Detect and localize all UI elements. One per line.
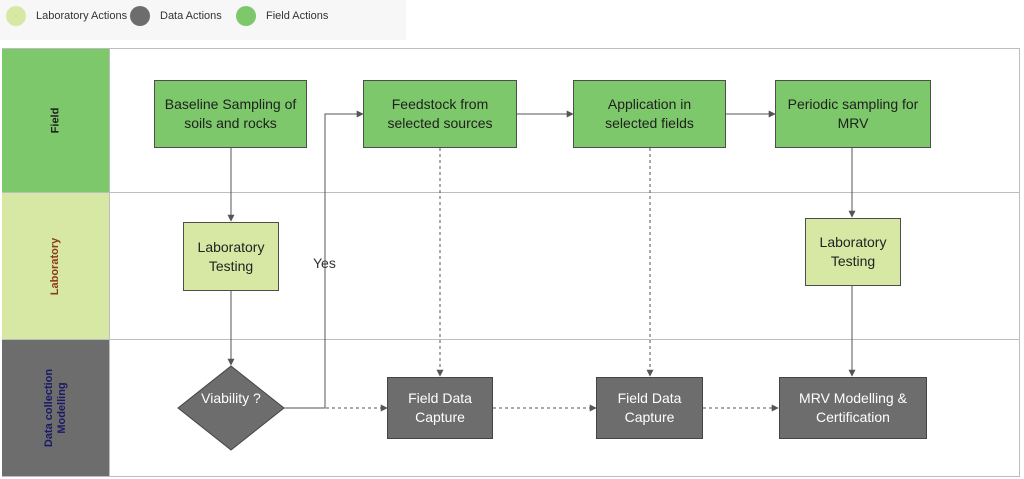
node-application: Application in selected fields <box>573 80 726 148</box>
lane-divider <box>2 192 1020 193</box>
field-actions-swatch <box>236 6 256 26</box>
legend-item-laboratory: Laboratory Actions <box>6 6 127 26</box>
laboratory-actions-swatch <box>6 6 26 26</box>
lane-laboratory: Laboratory <box>2 193 110 339</box>
edge-label-yes: Yes <box>313 255 336 271</box>
node-label: MRV Modelling & Certification <box>799 390 907 425</box>
legend-label: Field Actions <box>266 10 329 22</box>
viability-diamond <box>177 365 285 451</box>
node-label: Field Data Capture <box>408 390 472 425</box>
node-label: Field Data Capture <box>617 390 682 425</box>
node-viability-label: Viability ? <box>201 390 261 406</box>
lane-header-divider <box>109 48 110 477</box>
lane-data: Data collection Modelling <box>2 340 110 476</box>
node-label: Application in selected fields <box>605 96 694 131</box>
node-label: Periodic sampling for MRV <box>787 96 919 131</box>
node-label: Laboratory Testing <box>197 238 265 274</box>
node-baseline-sampling: Baseline Sampling of soils and rocks <box>154 80 307 148</box>
node-lab-testing-1: Laboratory Testing <box>183 222 279 291</box>
node-label: Laboratory Testing <box>819 234 887 269</box>
data-actions-swatch <box>130 6 150 26</box>
legend-item-field: Field Actions <box>236 6 328 26</box>
legend-label: Laboratory Actions <box>36 10 128 22</box>
legend-label: Data Actions <box>160 10 222 22</box>
legend: Laboratory Actions Data Actions Field Ac… <box>0 0 406 40</box>
node-label: Baseline Sampling of soils and rocks <box>164 96 297 131</box>
node-field-data-capture-1: Field Data Capture <box>387 377 493 439</box>
node-field-data-capture-2: Field Data Capture <box>596 377 703 439</box>
node-periodic-sampling: Periodic sampling for MRV <box>775 80 931 148</box>
node-feedstock: Feedstock from selected sources <box>363 80 517 148</box>
node-label: Feedstock from selected sources <box>387 96 493 131</box>
legend-item-data: Data Actions <box>130 6 222 26</box>
node-lab-testing-2: Laboratory Testing <box>805 218 901 286</box>
node-mrv-modelling: MRV Modelling & Certification <box>779 377 927 439</box>
lane-field: Field <box>2 49 110 192</box>
lane-divider <box>2 339 1020 340</box>
